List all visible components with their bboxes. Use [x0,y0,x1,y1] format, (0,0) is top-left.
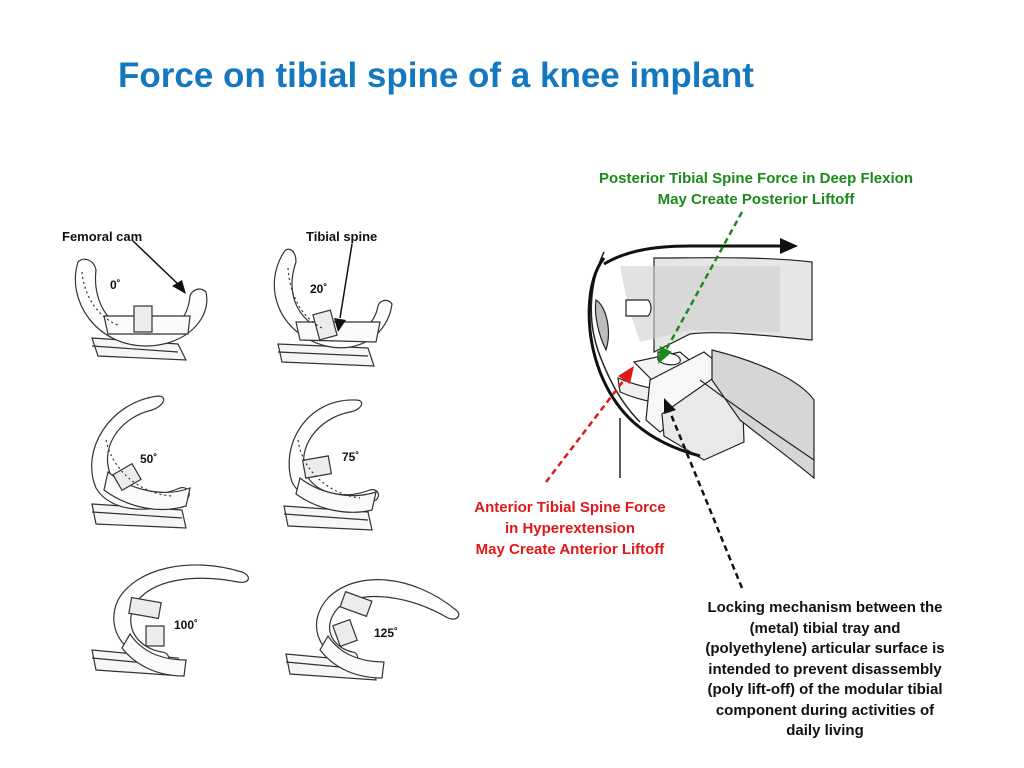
anterior-force-leader [545,366,634,483]
locking-mechanism-callout: Locking mechanism between the (metal) ti… [658,598,992,742]
callout-line: May Create Anterior Liftoff [475,541,665,558]
femur-outline-arrow [603,244,784,266]
sketch-flexion-100 [91,564,249,677]
angle-label-50: 50˚ [140,452,158,466]
tibial-spine-label: Tibial spine [306,229,378,244]
implant-cross-section [590,251,815,480]
tibial-spine-pointer [334,243,353,332]
sketch-flexion-50 [91,395,191,529]
locking-mechanism-leader [664,398,744,589]
angle-label-0: 0˚ [110,278,121,292]
anterior-force-callout: Anterior Tibial Spine Force in Hyperexte… [434,497,706,560]
callout-line: Posterior Tibial Spine Force in Deep Fle… [599,170,913,187]
callout-line: Anterior Tibial Spine Force [474,499,666,516]
callout-line: in Hyperextension [504,520,636,537]
callout-line: (poly lift-off) of the modular tibial [707,681,943,698]
sketch-flexion-125 [285,579,460,681]
angle-label-100: 100˚ [174,618,199,632]
callout-line: (metal) tibial tray and [749,619,901,637]
posterior-liftoff-curve [587,257,701,458]
angle-label-125: 125˚ [374,626,399,640]
posterior-force-leader [658,211,744,364]
femoral-cam-label: Femoral cam [62,229,143,244]
callout-line: Locking mechanism between the [707,599,943,616]
callout-line: daily living [786,722,864,739]
callout-line: component during activities of [715,701,935,719]
callout-line: May Create Posterior Liftoff [657,191,855,208]
posterior-force-callout: Posterior Tibial Spine Force in Deep Fle… [536,168,976,210]
femur-outline-arrowhead [780,238,798,254]
callout-line: intended to prevent disassembly [708,660,942,678]
angle-label-75: 75˚ [342,450,360,464]
femoral-cam-pointer [131,239,186,294]
sketch-flexion-20 [273,248,393,367]
sketch-flexion-75 [283,399,380,531]
callout-line: (polyethylene) articular surface is [705,640,945,657]
page-title: Force on tibial spine of a knee implant [118,56,754,95]
angle-label-20: 20˚ [310,282,328,296]
sketch-flexion-0 [74,258,208,361]
